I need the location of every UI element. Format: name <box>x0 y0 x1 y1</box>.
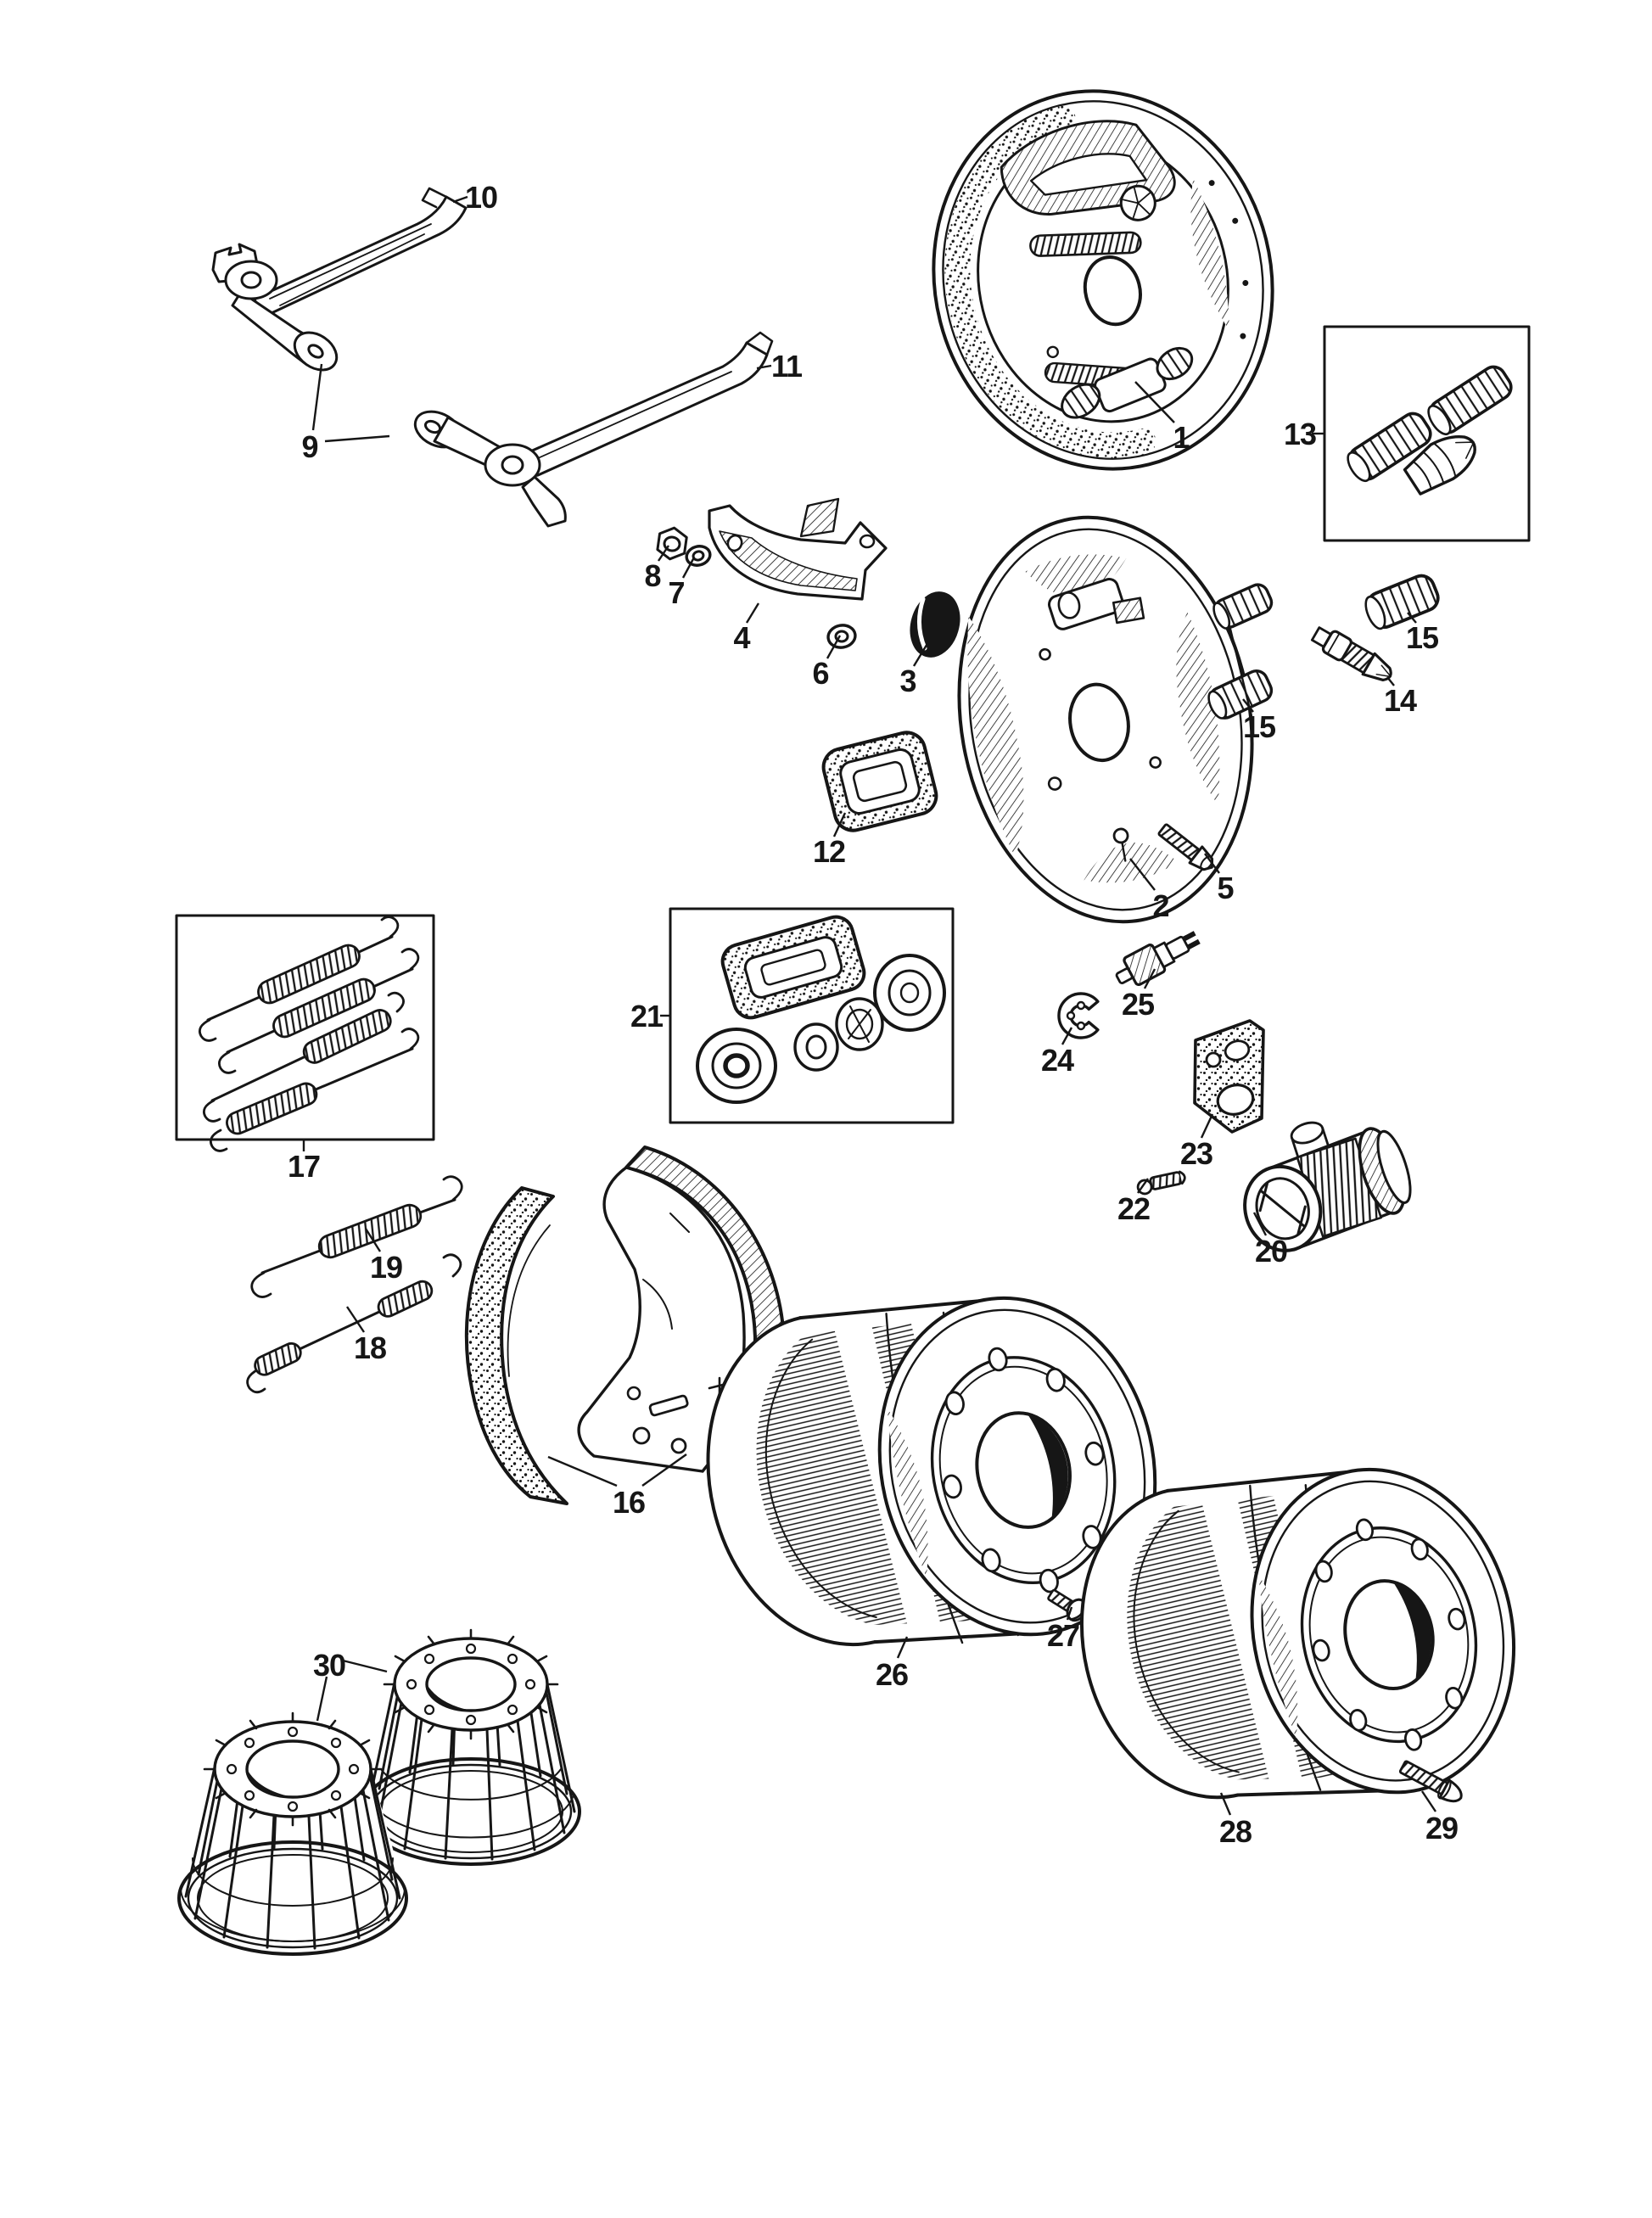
callout-leader-20 <box>1252 1212 1268 1236</box>
finned-drum-30-left-illustration <box>177 1711 408 1956</box>
callout-20: 20 <box>1255 1234 1287 1269</box>
callout-leader-28 <box>1219 1792 1232 1816</box>
callout-leader-16 <box>547 1455 618 1487</box>
spring-set-17-illustration <box>198 916 420 1152</box>
callout-11: 11 <box>771 349 803 384</box>
callout-2: 2 <box>1152 888 1168 923</box>
callout-leader-19 <box>364 1228 382 1252</box>
brake-assembly-1 <box>932 89 1274 471</box>
callout-leader-23 <box>1200 1113 1214 1139</box>
seal-kit-21-illustration <box>696 915 946 1104</box>
callout-13: 13 <box>1284 417 1316 451</box>
callout-17: 17 <box>288 1149 320 1184</box>
callout-12: 12 <box>813 834 845 869</box>
callout-21: 21 <box>630 999 664 1033</box>
callout-14: 14 <box>1384 683 1417 718</box>
callout-5: 5 <box>1217 871 1234 905</box>
washer-6-illustration <box>826 624 857 649</box>
wheel-cylinder-boot-15-lower-illustration <box>1207 669 1274 720</box>
callout-leader-18 <box>346 1306 365 1333</box>
tappet-covers-13-illustration <box>1347 365 1513 496</box>
callout-leader-3 <box>912 637 932 667</box>
bolt-5-illustration <box>1157 823 1214 871</box>
bleeder-screw-14-illustration <box>1310 626 1392 682</box>
callout-leader-4 <box>745 602 760 624</box>
callout-10: 10 <box>465 180 497 215</box>
washer-7-illustration <box>685 545 712 567</box>
callout-15: 15 <box>1406 620 1439 655</box>
bleed-valve-22-illustration <box>1136 1170 1186 1196</box>
callout-8: 8 <box>644 558 660 593</box>
callout-leader-10 <box>452 195 468 204</box>
callout-28: 28 <box>1219 1814 1252 1849</box>
bleeder-cap-15-outer-illustration <box>1364 574 1440 630</box>
gasket-23-illustration <box>1193 1019 1265 1134</box>
callout-19: 19 <box>370 1250 402 1285</box>
callout-leader-15 <box>1228 625 1253 717</box>
callout-leader-30 <box>342 1659 388 1673</box>
brake-drum-26-illustration <box>706 1296 1157 1650</box>
callout-leader-9 <box>324 434 390 443</box>
callout-leader-14 <box>1386 676 1395 686</box>
callout-leader-22 <box>1137 1178 1149 1194</box>
bracket-4-illustration <box>708 497 888 601</box>
callout-leader-11 <box>756 364 772 370</box>
spring-18-illustration <box>246 1253 462 1394</box>
callout-27: 27 <box>1047 1618 1079 1653</box>
handbrake-lever-assembly-10 <box>211 187 468 372</box>
brake-drum-28-illustration <box>1079 1467 1516 1800</box>
callout-25: 25 <box>1122 987 1155 1022</box>
wheel-cylinder-20-illustration <box>1243 1121 1412 1252</box>
callout-22: 22 <box>1117 1191 1150 1226</box>
callout-16: 16 <box>613 1485 645 1520</box>
backing-plate-2-illustration <box>957 515 1254 924</box>
callout-leader-24 <box>1061 1027 1073 1045</box>
callout-leader-8 <box>658 545 669 562</box>
callout-9: 9 <box>301 429 317 464</box>
callout-leader-29 <box>1421 1790 1436 1812</box>
callout-leader-30 <box>316 1676 328 1722</box>
callout-1: 1 <box>1173 420 1190 455</box>
inset-box-17 <box>175 914 435 1152</box>
callout-6: 6 <box>812 656 828 691</box>
callout-leader-9 <box>311 363 323 431</box>
callout-leader-12 <box>832 812 847 837</box>
spring-19-illustration <box>250 1175 463 1298</box>
callout-18: 18 <box>354 1330 386 1365</box>
inset-box-13 <box>1323 325 1531 542</box>
callout-leader-27 <box>1066 1606 1073 1621</box>
stop-light-switch-25-illustration <box>1115 931 1201 987</box>
callout-30: 30 <box>313 1648 345 1683</box>
finned-drum-30-right-illustration <box>361 1628 581 1866</box>
callout-29: 29 <box>1425 1811 1458 1846</box>
gasket-12-illustration <box>821 731 938 832</box>
callout-leader-5 <box>1204 853 1220 874</box>
callout-leader-2 <box>1129 858 1156 891</box>
callout-7: 7 <box>668 575 684 610</box>
callout-leader-26 <box>896 1636 909 1659</box>
callout-26: 26 <box>876 1657 908 1692</box>
inset-box-21 <box>669 907 955 1124</box>
callout-leader-25 <box>1143 968 1156 989</box>
callout-leader-7 <box>681 557 696 579</box>
rubber-plug-3-illustration <box>910 591 960 658</box>
callout-3: 3 <box>899 664 916 698</box>
callout-4: 4 <box>733 620 750 655</box>
e-clip-24-illustration <box>1057 992 1100 1039</box>
callout-leader-6 <box>826 635 842 659</box>
callout-leader-1 <box>1134 381 1175 423</box>
callout-leader-16 <box>641 1453 687 1487</box>
callout-24: 24 <box>1041 1043 1074 1078</box>
callout-15: 15 <box>1243 709 1276 744</box>
callout-leader-15 <box>1407 612 1417 624</box>
bolt-29-illustration <box>1398 1760 1463 1803</box>
handbrake-lever-assembly-11 <box>413 331 774 528</box>
callout-23: 23 <box>1180 1136 1212 1171</box>
wheel-cylinder-boot-15-upper-illustration <box>1212 583 1274 630</box>
